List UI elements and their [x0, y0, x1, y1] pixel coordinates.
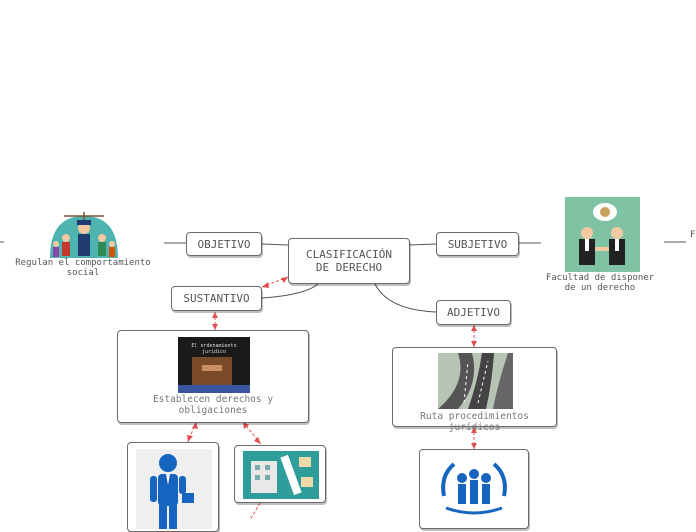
central-topic-line2: DE DERECHO — [315, 261, 383, 274]
topic-subjetivo[interactable]: SUBJETIVO — [436, 232, 519, 256]
central-topic-line1: CLASIFICACIÓN — [305, 248, 393, 261]
topic-objetivo[interactable]: OBJETIVO — [186, 232, 262, 256]
sustantivo-card[interactable]: El ordenamiento jurídico Establecen dere… — [117, 330, 309, 423]
objetivo-caption: Regulan el comportamiento social — [15, 258, 151, 278]
connector-sustantivo — [261, 283, 319, 299]
people-image — [436, 456, 512, 518]
connector-layer — [0, 241, 686, 520]
person-image — [136, 449, 212, 529]
dashed-link-building-down — [249, 502, 261, 520]
roads-icon — [438, 353, 513, 409]
slide-title: El ordenamiento jurídico — [191, 343, 237, 355]
connector-subjetivo — [408, 243, 437, 246]
people-card[interactable] — [419, 449, 529, 529]
topic-objetivo-label: OBJETIVO — [197, 237, 251, 251]
gavel-icon — [178, 357, 250, 393]
sustantivo-card-caption: Establecen derechos y obligaciones — [152, 394, 274, 416]
society-illustration-icon — [50, 212, 118, 258]
road-image — [438, 353, 513, 409]
adjetivo-card[interactable]: Ruta procedimientos jurídicos — [392, 347, 557, 433]
connector-adjetivo — [374, 283, 437, 313]
subjetivo-caption: Facultad de disponer de un derecho — [545, 273, 655, 293]
topic-sustantivo[interactable]: SUSTANTIVO — [171, 286, 262, 311]
slide-image: El ordenamiento jurídico — [178, 337, 250, 393]
topic-adjetivo[interactable]: ADJETIVO — [436, 300, 511, 325]
edge-label: F — [690, 230, 696, 240]
person-card[interactable] — [127, 442, 219, 532]
building-image — [243, 451, 319, 499]
topic-adjetivo-label: ADJETIVO — [447, 306, 500, 319]
subjetivo-image[interactable] — [565, 197, 640, 272]
building-card[interactable] — [234, 445, 326, 503]
people-wreath-icon — [441, 462, 507, 515]
handshake-icon — [579, 203, 625, 265]
building-documents-icon — [251, 454, 313, 496]
adjetivo-card-caption: Ruta procedimientos jurídicos — [420, 411, 529, 433]
central-topic[interactable]: CLASIFICACIÓN DE DERECHO — [288, 238, 410, 284]
objetivo-image[interactable] — [50, 210, 118, 258]
businessman-icon — [150, 454, 194, 529]
topic-sustantivo-label: SUSTANTIVO — [183, 292, 250, 305]
connector-objetivo — [261, 243, 289, 246]
topic-subjetivo-label: SUBJETIVO — [447, 237, 508, 251]
